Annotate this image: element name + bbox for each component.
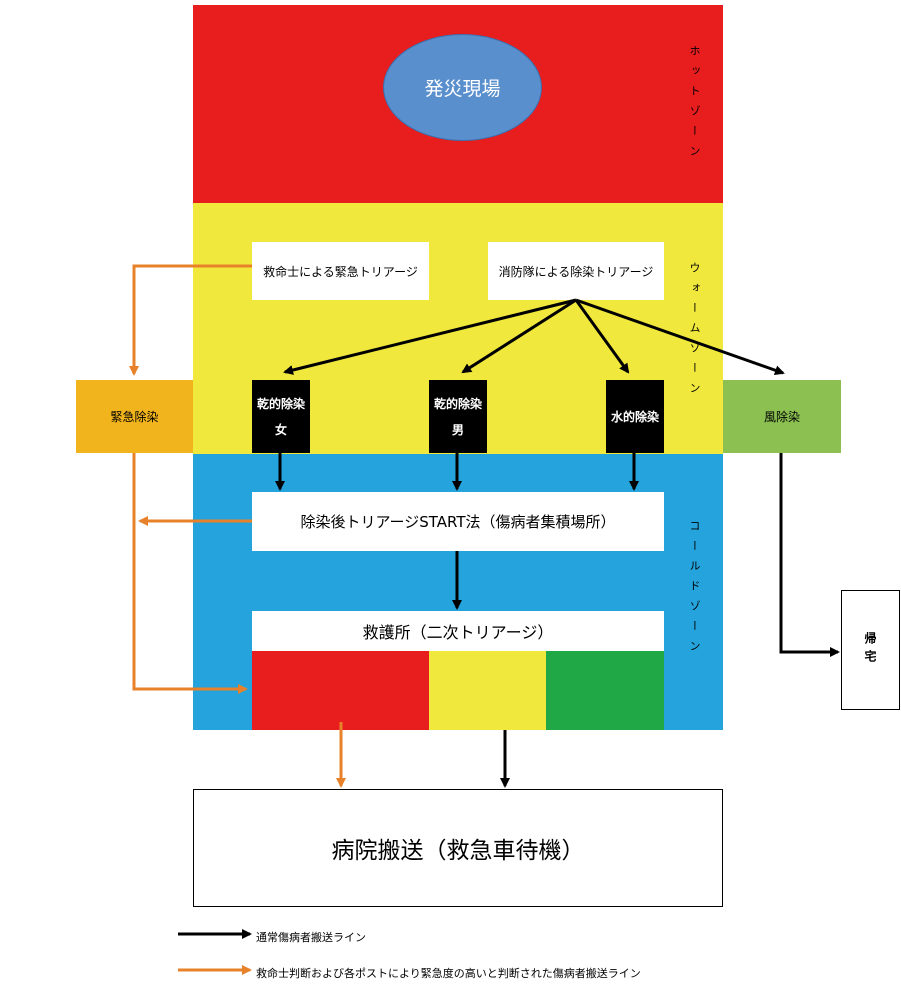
- aid-station-box: 救護所（二次トリアージ）: [252, 611, 664, 651]
- arrow-wind-to-home: [779, 453, 840, 657]
- hospital-label: 病院搬送（救急車待機）: [331, 838, 585, 864]
- paramedic-triage-label: 救命士による緊急トリアージ: [263, 264, 418, 279]
- decon-method-label: 水的除染: [610, 409, 659, 424]
- arrow-emergency-to-red: [132, 453, 248, 694]
- wind-decon-box: 風除染: [723, 380, 841, 453]
- decon-dry-male-box: 乾的除染 男: [429, 380, 487, 453]
- fire-triage-box: 消防隊による除染トリアージ: [488, 242, 664, 300]
- fire-triage-label: 消防隊による除染トリアージ: [498, 264, 654, 279]
- disaster-site-ellipse: 発災現場: [383, 34, 542, 141]
- warm-zone-label: ウォームゾーン: [688, 262, 701, 402]
- hospital-box: 病院搬送（救急車待機）: [193, 789, 723, 907]
- emergency-decon-label: 緊急除染: [110, 410, 159, 424]
- decon-dry-female-box: 乾的除染 女: [252, 380, 310, 453]
- emergency-decon-box: 緊急除染: [76, 380, 193, 453]
- wind-decon-label: 風除染: [763, 410, 800, 424]
- arrow-paramedic-to-emergency: [129, 264, 252, 376]
- arrow-fire-to-dry-male: [461, 298, 577, 374]
- arrow-fire-to-water: [574, 299, 630, 374]
- decon-method-label: 乾的除染: [256, 396, 305, 411]
- start-triage-box: 除染後トリアージSTART法（傷病者集積場所）: [252, 492, 664, 551]
- disaster-site-label: 発災現場: [424, 78, 501, 100]
- triage-yellow-block: [429, 651, 546, 730]
- decon-group-label: 女: [274, 422, 287, 437]
- arrow-fire-to-dry-female: [283, 298, 577, 375]
- hot-zone-label: ホットゾーン: [688, 45, 701, 165]
- arrow-fire-to-wind: [575, 298, 785, 376]
- triage-red-block: [252, 651, 429, 730]
- cold-zone-label: コールドゾーン: [688, 520, 701, 660]
- start-triage-label: 除染後トリアージSTART法（傷病者集積場所）: [300, 513, 616, 531]
- decon-method-label: 乾的除染: [433, 396, 482, 411]
- aid-station-label: 救護所（二次トリアージ）: [362, 623, 554, 642]
- paramedic-triage-box: 救命士による緊急トリアージ: [252, 242, 429, 300]
- triage-green-block: [546, 651, 664, 730]
- home-label: 帰宅: [863, 632, 877, 668]
- decon-group-label: 男: [451, 422, 464, 437]
- home-box: 帰宅: [841, 590, 900, 710]
- legend-normal-text: 通常傷病者搬送ライン: [256, 931, 366, 944]
- decon-water-box: 水的除染: [606, 380, 664, 453]
- legend-urgent-text: 救命士判断および各ポストにより緊急度の高いと判断された傷病者搬送ライン: [256, 967, 641, 980]
